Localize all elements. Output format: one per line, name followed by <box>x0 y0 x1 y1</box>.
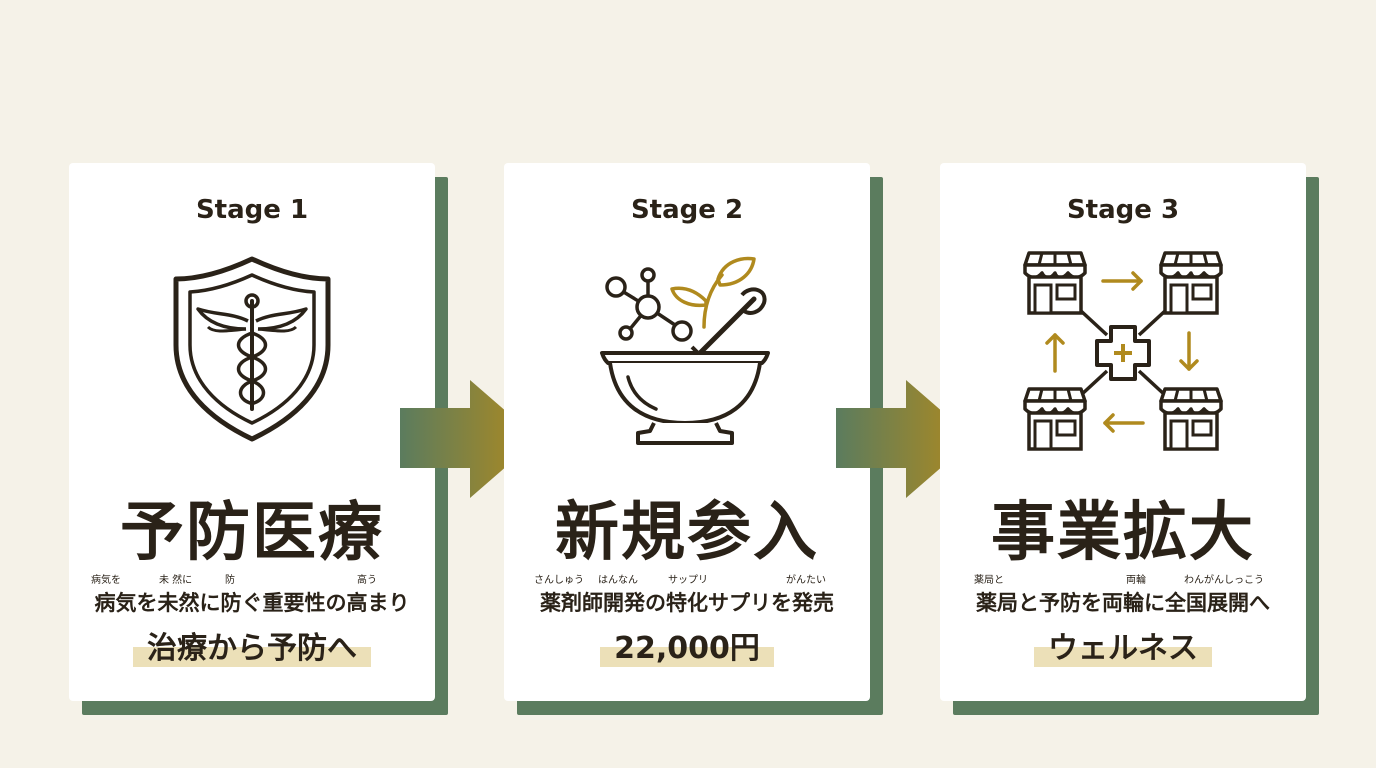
ruby-text: がんたい <box>786 575 826 586</box>
ruby-text: 防 <box>225 575 235 586</box>
ruby-annotations: 病気を 未 然に 防 高う <box>69 571 435 586</box>
stage-label: Stage 2 <box>630 195 744 225</box>
stage-title: 新規参入 <box>555 495 819 570</box>
store-network-icon <box>1021 251 1225 459</box>
mortar-molecule-leaf-icon <box>592 255 782 459</box>
ruby-text: 病気を <box>91 575 121 586</box>
stage-label: Stage 3 <box>1066 195 1180 225</box>
stage-card-2: Stage 2 新規参入 さ <box>504 163 870 701</box>
stage-description: 病気を未然に防ぐ重要性の高まり <box>94 591 410 615</box>
ruby-text: 高う <box>357 575 377 586</box>
ruby-text: さんしゅう <box>534 575 584 586</box>
stage-highlight: 22,000円 <box>600 629 774 669</box>
shield-caduceus-icon <box>162 249 342 453</box>
stage-description: 薬剤師開発の特化サプリを発売 <box>540 591 834 615</box>
ruby-text: わんがんしっこう <box>1184 575 1264 586</box>
stage-card-1: Stage 1 予防医療 病気を 未 然に 防 高う 病気を未然に防ぐ重要性の高… <box>69 163 435 701</box>
arrow-right-icon <box>836 380 974 498</box>
stage-description: 薬局と予防を両輪に全国展開へ <box>976 591 1270 615</box>
stage-label: Stage 1 <box>195 195 309 225</box>
ruby-text: 未 然に <box>159 575 193 586</box>
ruby-annotations: 薬局と 両輪 わんがんしっこう <box>940 571 1306 586</box>
stage-highlight: 治療から予防へ <box>133 629 371 669</box>
stage-title: 予防医療 <box>120 495 384 570</box>
arrow-right-icon <box>400 380 538 498</box>
ruby-text: はんなん <box>598 575 638 586</box>
stage-card-3: Stage 3 <box>940 163 1306 701</box>
ruby-text: 薬局と <box>974 575 1004 586</box>
ruby-text: 両輪 <box>1126 575 1146 586</box>
ruby-annotations: さんしゅう はんなん サップリ がんたい <box>504 571 870 586</box>
stage-title: 事業拡大 <box>991 495 1255 570</box>
stage-highlight: ウェルネス <box>1034 629 1212 669</box>
ruby-text: サップリ <box>668 575 708 586</box>
